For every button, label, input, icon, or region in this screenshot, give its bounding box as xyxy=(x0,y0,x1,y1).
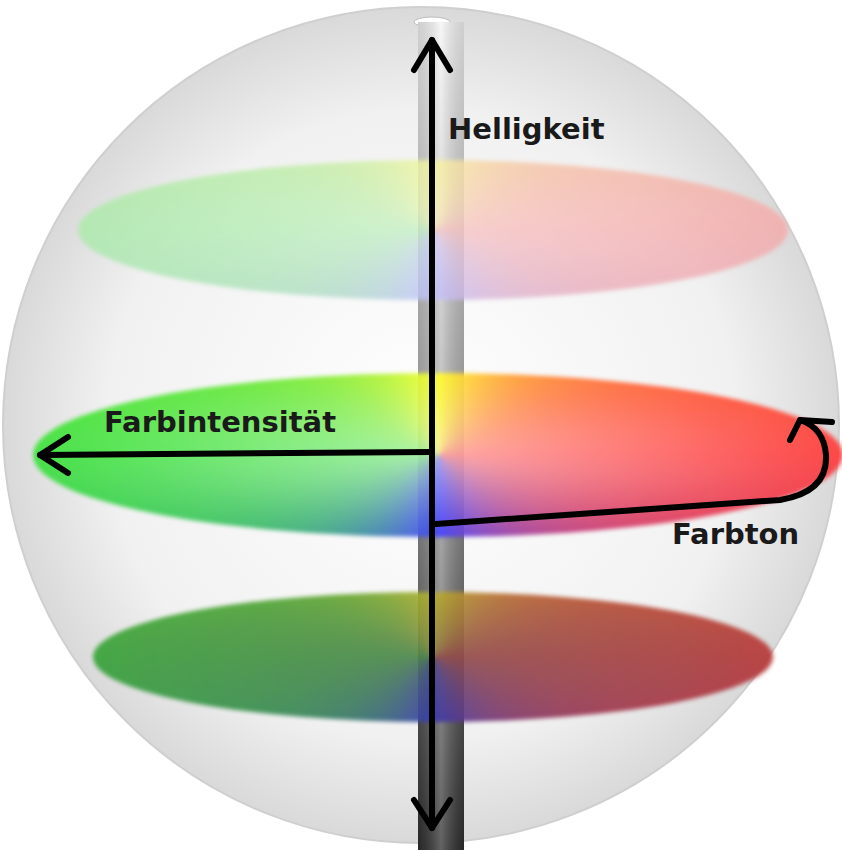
axis-label: Farbintensität xyxy=(104,407,336,439)
brightness-axis xyxy=(429,40,435,828)
arrow-head xyxy=(414,40,450,70)
axis-label: Helligkeit xyxy=(448,114,605,146)
axis-label: Farbton xyxy=(672,519,799,551)
intensity-axis xyxy=(40,452,432,455)
arrow-head xyxy=(40,437,68,473)
arrow-head xyxy=(414,800,450,828)
arrow-head xyxy=(790,420,832,440)
hue-arrow xyxy=(436,420,826,524)
